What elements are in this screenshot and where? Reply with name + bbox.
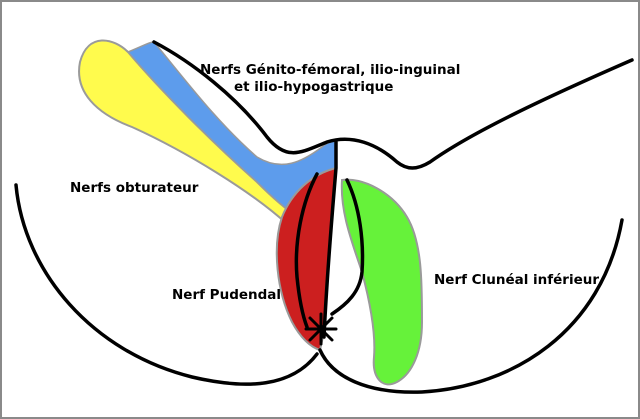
pudendal-label: Nerf Pudendal — [172, 287, 281, 304]
asterisk-mark — [306, 314, 336, 344]
obturateur-label: Nerfs obturateur — [70, 180, 198, 197]
left-buttock-line — [16, 185, 317, 384]
cluneal-region — [342, 180, 422, 385]
cluneal-label: Nerf Clunéal inférieur — [434, 272, 599, 289]
genito-femoral-label-line1: Nerfs Génito-fémoral, ilio-inguinal — [200, 62, 460, 79]
genito-femoral-label-line2: et ilio-hypogastrique — [200, 79, 460, 96]
genito-femoral-label: Nerfs Génito-fémoral, ilio-inguinal et i… — [200, 62, 460, 96]
